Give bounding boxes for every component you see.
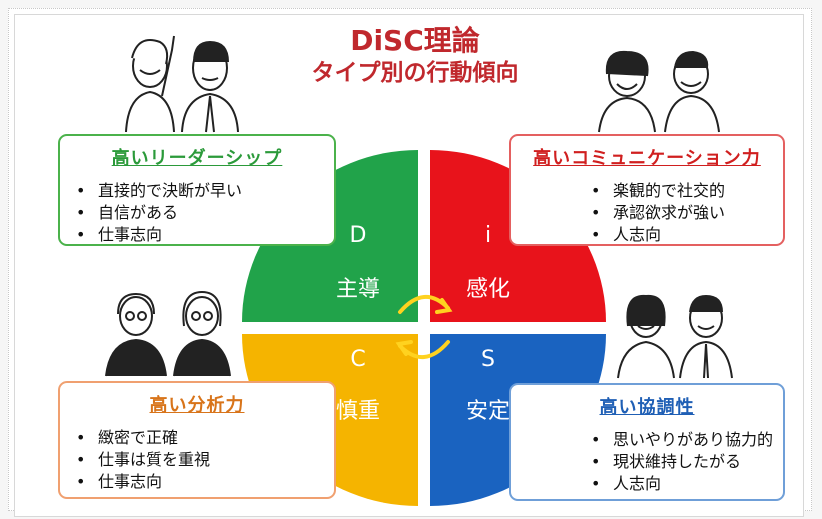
list-item: 仕事志向: [76, 471, 322, 493]
subtitle: タイプ別の行動傾向: [311, 60, 519, 86]
list-item: 直接的で決断が早い: [76, 180, 322, 202]
quadrant-s-letter: S: [481, 347, 495, 372]
box-dominance-list: 直接的で決断が早い 自信がある 仕事志向: [72, 180, 322, 246]
box-influence-list: 楽観的で社交的 承認欲求が強い 人志向: [523, 180, 771, 246]
quadrant-d-letter: D: [350, 223, 367, 248]
list-item: 仕事志向: [76, 224, 322, 246]
quadrant-s-label: 安定: [466, 399, 510, 424]
cycle-arrows-icon: [395, 295, 453, 359]
box-influence-heading: 高いコミュニケーション力: [533, 148, 761, 169]
box-influence: 高いコミュニケーション力 楽観的で社交的 承認欲求が強い 人志向: [509, 134, 785, 246]
quadrant-c-letter: C: [350, 347, 365, 372]
box-dominance: 高いリーダーシップ 直接的で決断が早い 自信がある 仕事志向: [58, 134, 336, 246]
box-conscientiousness-list: 緻密で正確 仕事は質を重視 仕事志向: [72, 427, 322, 493]
box-steadiness-list: 思いやりがあり協力的 現状維持したがる 人志向: [523, 429, 773, 495]
title: DiSC理論: [350, 24, 480, 57]
box-conscientiousness: 高い分析力 緻密で正確 仕事は質を重視 仕事志向: [58, 381, 336, 499]
quadrant-i-letter: i: [485, 223, 491, 248]
people-illustration-s: [617, 294, 733, 379]
quadrant-d-label: 主導: [336, 277, 380, 302]
list-item: 人志向: [591, 473, 771, 495]
list-item: 自信がある: [76, 202, 322, 224]
quadrant-i-label: 感化: [466, 277, 510, 302]
list-item: 承認欲求が強い: [591, 202, 771, 224]
quadrant-c-label: 慎重: [336, 399, 380, 424]
list-item: 緻密で正確: [76, 427, 322, 449]
list-item: 仕事は質を重視: [76, 449, 322, 471]
list-item: 現状維持したがる: [591, 451, 771, 473]
box-conscientiousness-heading: 高い分析力: [149, 395, 245, 416]
people-illustration-d: [125, 35, 239, 133]
box-dominance-heading: 高いリーダーシップ: [111, 148, 283, 169]
list-item: 思いやりがあり協力的: [591, 429, 773, 451]
box-steadiness-heading: 高い協調性: [599, 397, 695, 418]
list-item: 人志向: [591, 224, 771, 246]
list-item: 楽観的で社交的: [591, 180, 771, 202]
box-steadiness: 高い協調性 思いやりがあり協力的 現状維持したがる 人志向: [509, 383, 785, 501]
people-illustration-c: [105, 290, 231, 377]
people-illustration-i: [598, 50, 720, 133]
